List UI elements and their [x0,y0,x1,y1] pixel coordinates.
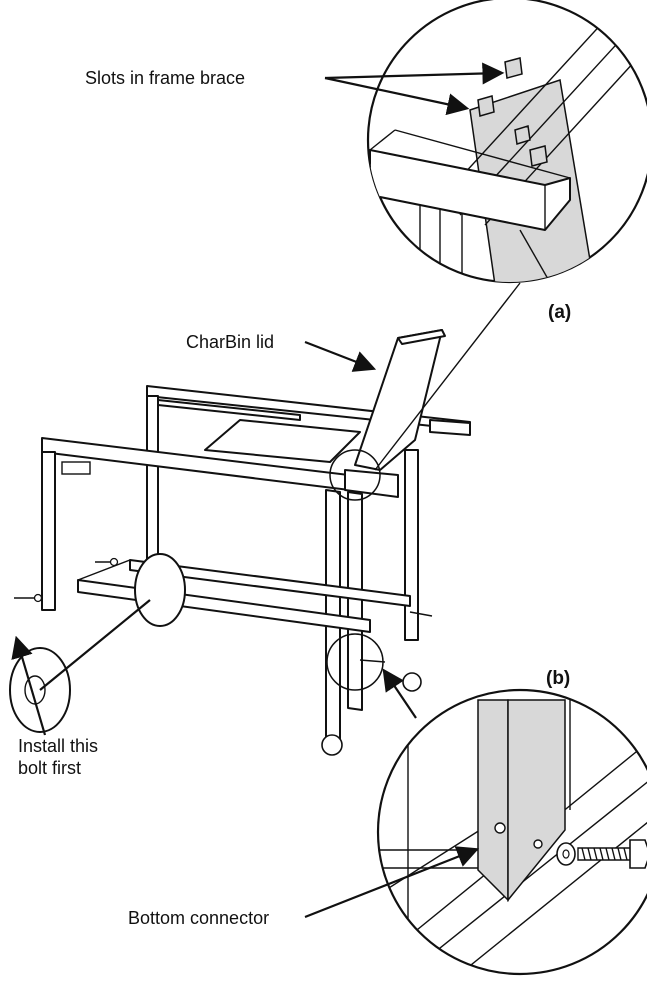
callout-arrows [11,62,505,919]
connector-label: Bottom connector [128,908,269,928]
detail-b-circle [376,688,647,976]
slot-mark [504,57,523,79]
slot-mark [477,95,495,117]
detail-a-circle [366,0,647,284]
bolt-label-line2: bolt first [18,758,81,778]
slots-label: Slots in frame brace [85,68,245,88]
cart-assembly [9,329,471,756]
detail-a-tag: (a) [548,302,571,323]
bolt-label-line1: Install this [18,736,98,756]
detail-a-leader [374,282,521,471]
lid-label: CharBin lid [186,332,274,352]
detail-b-tag: (b) [546,668,570,689]
